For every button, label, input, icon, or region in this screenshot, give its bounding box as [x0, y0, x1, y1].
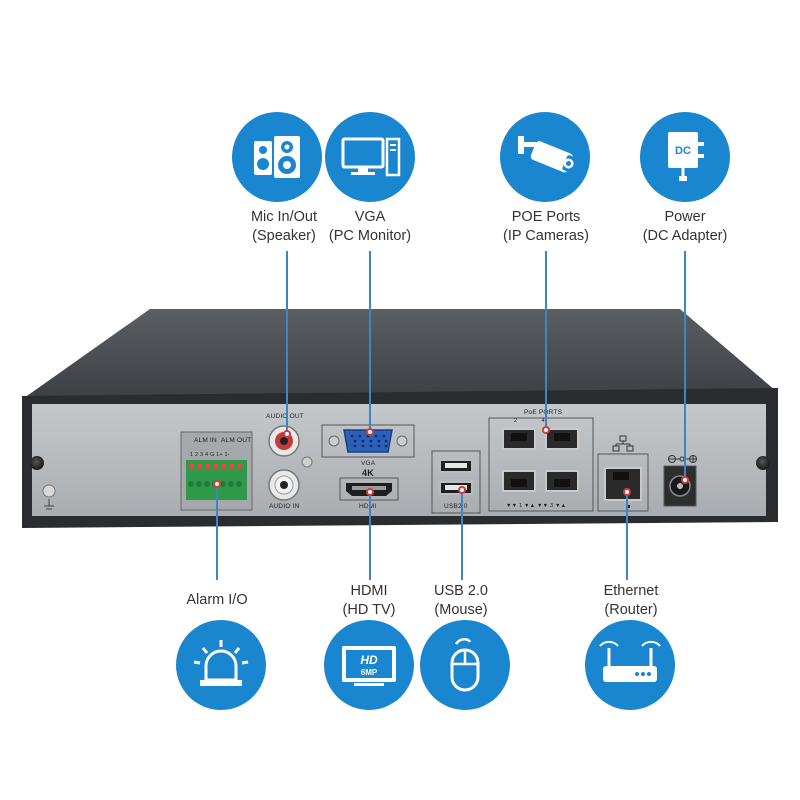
hdmi-callout: HDMI (HD TV): [299, 582, 439, 620]
ethernet-callout: Ethernet (Router): [561, 582, 701, 620]
mic-callout-sub: (Speaker): [252, 228, 316, 244]
hdmi-4k-label: 4K: [362, 468, 374, 478]
leader-hdmi-dot: [366, 488, 374, 496]
router-icon: [585, 620, 675, 710]
alm-pins-label: 1 2 3 4 G 1+ 1-: [190, 452, 230, 458]
leader-mic: [286, 251, 288, 434]
ethernet-frame: [597, 453, 649, 512]
rear-panel: [32, 404, 766, 516]
vga-frame: [321, 424, 415, 458]
leader-power-dot: [681, 476, 689, 484]
poe-callout-sub: (IP Cameras): [503, 228, 589, 244]
poe-port-2[interactable]: [502, 428, 536, 450]
usb-frame: [431, 450, 481, 514]
poe-callout: POE Ports (IP Cameras): [476, 208, 616, 246]
vga-callout: VGA (PC Monitor): [300, 208, 440, 246]
leader-power: [684, 251, 686, 480]
ethernet-callout-sub: (Router): [604, 602, 658, 618]
poe-frame: [488, 417, 594, 512]
usb-port-top[interactable]: [439, 459, 473, 473]
poe-port-1[interactable]: [502, 470, 536, 492]
alarm-callout-title: Alarm I/O: [186, 592, 248, 608]
right-screw: [756, 456, 770, 470]
alm-in-label: ALM IN: [194, 437, 217, 444]
mic-callout-title: Mic In/Out: [250, 209, 318, 225]
usb-callout-sub: (Mouse): [434, 602, 488, 618]
poe-top-numbers: 2 4: [514, 418, 545, 424]
leader-ethernet-dot: [623, 488, 631, 496]
leader-ethernet: [626, 492, 628, 580]
leader-hdmi: [369, 492, 371, 580]
hd-icon-text: HD: [360, 653, 378, 667]
leader-usb-dot: [458, 486, 466, 494]
usb-label: USB2.0: [444, 503, 468, 510]
poe-port-3[interactable]: [545, 470, 579, 492]
speaker-icon: [232, 112, 322, 202]
vga-callout-title: VGA: [354, 209, 386, 225]
alarm-light-icon: [176, 620, 266, 710]
power-callout-title: Power: [664, 209, 706, 225]
vga-callout-sub: (PC Monitor): [328, 228, 412, 244]
power-callout: Power (DC Adapter): [615, 208, 755, 246]
hdmi-label: HDMI: [359, 503, 377, 510]
poe-port-4[interactable]: [545, 428, 579, 450]
usb-callout-title: USB 2.0: [434, 583, 488, 599]
chassis-top: [24, 309, 776, 398]
mic-callout: Mic In/Out (Speaker): [214, 208, 354, 246]
leader-vga: [369, 251, 371, 432]
dc-adapter-icon: DC: [640, 112, 730, 202]
mouse-icon: [420, 620, 510, 710]
leader-poe: [545, 251, 547, 430]
leader-alarm-dot: [213, 480, 221, 488]
monitor-icon: [325, 112, 415, 202]
hdmi-callout-sub: (HD TV): [342, 602, 396, 618]
hdmi-callout-title: HDMI: [350, 583, 388, 599]
leader-mic-dot: [283, 430, 291, 438]
hd-tv-icon: HD 6MP: [324, 620, 414, 710]
audio-in-label: AUDIO IN: [269, 503, 300, 510]
usb-port-bottom[interactable]: [439, 481, 473, 495]
poe-ports-label: PoE PORTS: [524, 409, 563, 416]
ethernet-port[interactable]: [604, 467, 642, 501]
dc-icon-text: DC: [675, 145, 691, 157]
vga-label: VGA: [361, 460, 376, 467]
leader-poe-dot: [542, 426, 550, 434]
left-screw: [30, 456, 44, 470]
6mp-icon-text: 6MP: [361, 668, 378, 677]
alarm-callout: Alarm I/O: [147, 591, 287, 610]
power-callout-sub: (DC Adapter): [642, 228, 728, 244]
poe-callout-title: POE Ports: [511, 209, 581, 225]
leader-usb: [461, 490, 463, 580]
usb-callout: USB 2.0 (Mouse): [391, 582, 531, 620]
poe-bottom-numbers: ▼▼ 1 ▼▲ ▼▼ 3 ▼▲: [506, 503, 567, 509]
ethernet-callout-title: Ethernet: [603, 583, 659, 599]
ip-camera-icon: [500, 112, 590, 202]
leader-alarm: [216, 484, 218, 580]
alm-out-label: ALM OUT: [221, 437, 252, 444]
leader-vga-dot: [366, 428, 374, 436]
audio-out-label: AUDIO OUT: [266, 413, 304, 420]
